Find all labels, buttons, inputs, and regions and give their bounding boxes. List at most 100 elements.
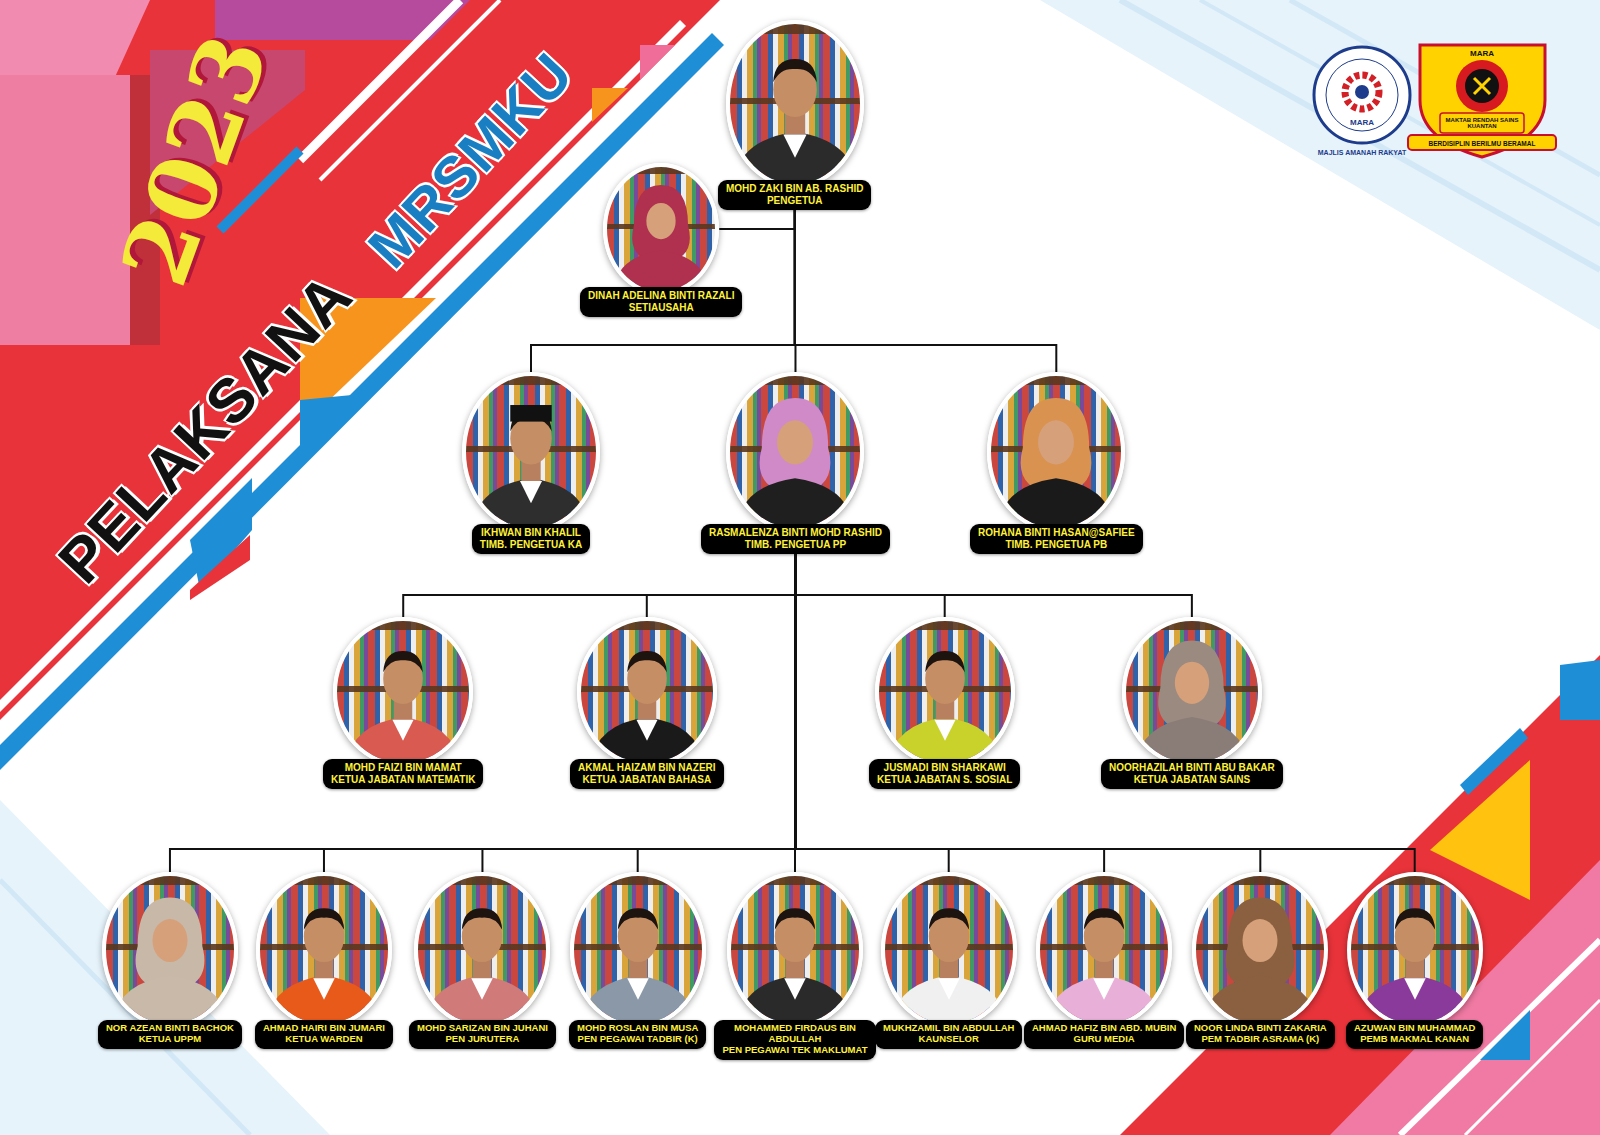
staff-name: AHMAD HAFIZ BIN ABD. MUBIN xyxy=(1032,1023,1176,1034)
staff-node: MOHD FAIZI BIN MAMATKETUA JABATAN MATEMA… xyxy=(323,617,483,789)
staff-name: ROHANA BINTI HASAN@SAFIEE xyxy=(978,527,1135,539)
staff-name: AHMAD HAIRI BIN JUMARI xyxy=(263,1023,385,1034)
chart-title: PELAKSANA xyxy=(44,259,365,596)
portrait-photo xyxy=(1122,617,1262,767)
staff-name: MOHD FAIZI BIN MAMAT xyxy=(331,762,475,774)
portrait-photo xyxy=(1036,872,1172,1028)
staff-node: AZUWAN BIN MUHAMMADPEMB MAKMAL KANAN xyxy=(1346,872,1483,1049)
org-connector xyxy=(324,554,796,872)
portrait-photo xyxy=(570,872,706,1028)
person-silhouette xyxy=(730,376,860,528)
staff-node: MUKHZAMIL BIN ABDULLAHKAUNSELOR xyxy=(875,872,1022,1049)
staff-role: KAUNSELOR xyxy=(883,1034,1014,1045)
person-silhouette xyxy=(1351,876,1479,1024)
name-plate: ROHANA BINTI HASAN@SAFIEETIMB. PENGETUA … xyxy=(970,524,1143,554)
staff-node: MOHD SARIZAN BIN JUHANIPEN JURUTERA xyxy=(409,872,556,1049)
logo-text: MAJLIS AMANAH RAKYAT xyxy=(1318,149,1406,156)
name-plate: MOHD ROSLAN BIN MUSAPEN PEGAWAI TADBIR (… xyxy=(569,1020,706,1049)
org-connector xyxy=(719,210,794,229)
name-plate: NOR AZEAN BINTI BACHOKKETUA UPPM xyxy=(98,1020,242,1049)
staff-name: MOHD SARIZAN BIN JUHANI xyxy=(417,1023,548,1034)
portrait-photo xyxy=(577,617,717,767)
staff-role: TIMB. PENGETUA PP xyxy=(709,539,882,551)
name-plate: MOHD SARIZAN BIN JUHANIPEN JURUTERA xyxy=(409,1020,556,1049)
person-silhouette xyxy=(730,24,860,184)
person-silhouette xyxy=(1196,876,1324,1024)
staff-node: ROHANA BINTI HASAN@SAFIEETIMB. PENGETUA … xyxy=(970,372,1143,554)
staff-node: NOR AZEAN BINTI BACHOKKETUA UPPM xyxy=(98,872,242,1049)
person-silhouette xyxy=(466,376,596,528)
name-plate: NOOR LINDA BINTI ZAKARIAPEM TADBIR ASRAM… xyxy=(1186,1020,1335,1049)
staff-role: PEN PEGAWAI TEK MAKLUMAT xyxy=(722,1045,868,1056)
name-plate: NOORHAZILAH BINTI ABU BAKARKETUA JABATAN… xyxy=(1101,759,1283,789)
staff-node: MOHD ZAKI BIN AB. RASHIDPENGETUA xyxy=(718,20,871,210)
portrait-photo xyxy=(462,372,600,532)
person-silhouette xyxy=(337,621,469,763)
year-label: 2023 xyxy=(100,21,289,299)
person-silhouette xyxy=(574,876,702,1024)
person-silhouette xyxy=(260,876,388,1024)
staff-name: NOOR LINDA BINTI ZAKARIA xyxy=(1194,1023,1327,1034)
logo-motto: BERDISIPLIN BERILMU BERAMAL xyxy=(1429,139,1536,146)
staff-name: AKMAL HAIZAM BIN NAZERI xyxy=(578,762,716,774)
portrait-photo xyxy=(726,20,864,188)
portrait-photo xyxy=(987,372,1125,532)
portrait-photo xyxy=(726,372,864,532)
name-plate: MOHD ZAKI BIN AB. RASHIDPENGETUA xyxy=(718,180,871,210)
staff-name: JUSMADI BIN SHARKAWI xyxy=(877,762,1012,774)
staff-node: AHMAD HAFIZ BIN ABD. MUBINGURU MEDIA xyxy=(1024,872,1184,1049)
staff-name: IKHWAN BIN KHALIL xyxy=(480,527,582,539)
org-connector xyxy=(795,554,1191,617)
staff-role: KETUA JABATAN MATEMATIK xyxy=(331,774,475,786)
staff-role: KETUA WARDEN xyxy=(263,1034,385,1045)
staff-name: NOORHAZILAH BINTI ABU BAKAR xyxy=(1109,762,1275,774)
staff-role: TIMB. PENGETUA PB xyxy=(978,539,1135,551)
person-silhouette xyxy=(879,621,1011,763)
org-connector xyxy=(647,554,796,617)
person-silhouette xyxy=(607,167,715,291)
name-plate: RASMALENZA BINTI MOHD RASHIDTIMB. PENGET… xyxy=(701,524,890,554)
staff-role: TIMB. PENGETUA KA xyxy=(480,539,582,551)
staff-role: KETUA JABATAN SAINS xyxy=(1109,774,1275,786)
staff-node: IKHWAN BIN KHALILTIMB. PENGETUA KA xyxy=(462,372,600,554)
staff-role: PEN PEGAWAI TADBIR (K) xyxy=(577,1034,698,1045)
staff-node: NOORHAZILAH BINTI ABU BAKARKETUA JABATAN… xyxy=(1101,617,1283,789)
logo-text: MARA xyxy=(1350,118,1374,127)
person-silhouette xyxy=(885,876,1013,1024)
portrait-photo xyxy=(256,872,392,1028)
org-connector xyxy=(795,554,1260,872)
staff-role: PEM TADBIR ASRAMA (K) xyxy=(1194,1034,1327,1045)
staff-node: RASMALENZA BINTI MOHD RASHIDTIMB. PENGET… xyxy=(701,372,890,554)
person-silhouette xyxy=(418,876,546,1024)
logo-text: MARA xyxy=(1470,49,1494,58)
staff-node: DINAH ADELINA BINTI RAZALISETIAUSAHA xyxy=(580,163,742,317)
staff-node: MOHD ROSLAN BIN MUSAPEN PEGAWAI TADBIR (… xyxy=(569,872,706,1049)
org-connector xyxy=(170,554,796,872)
staff-name: MOHD ROSLAN BIN MUSA xyxy=(577,1023,698,1034)
person-silhouette xyxy=(991,376,1121,528)
staff-node: JUSMADI BIN SHARKAWIKETUA JABATAN S. SOS… xyxy=(869,617,1020,789)
staff-node: NOOR LINDA BINTI ZAKARIAPEM TADBIR ASRAM… xyxy=(1186,872,1335,1049)
staff-name: MUKHZAMIL BIN ABDULLAH xyxy=(883,1023,1014,1034)
name-plate: AHMAD HAFIZ BIN ABD. MUBINGURU MEDIA xyxy=(1024,1020,1184,1049)
staff-node: MOHAMMED FIRDAUS BIN ABDULLAHPEN PEGAWAI… xyxy=(714,872,876,1060)
staff-role: KETUA UPPM xyxy=(106,1034,234,1045)
portrait-photo xyxy=(333,617,473,767)
staff-name: NOR AZEAN BINTI BACHOK xyxy=(106,1023,234,1034)
org-connector xyxy=(403,554,795,617)
logo-text: MAKTAB RENDAH SAINS KUANTAN xyxy=(1443,117,1521,130)
staff-role: SETIAUSAHA xyxy=(588,302,734,314)
portrait-photo xyxy=(1192,872,1328,1028)
staff-role: PEN JURUTERA xyxy=(417,1034,548,1045)
portrait-photo xyxy=(414,872,550,1028)
org-connector xyxy=(795,554,944,617)
org-connector xyxy=(795,554,1104,872)
staff-role: KETUA JABATAN BAHASA xyxy=(578,774,716,786)
portrait-photo xyxy=(881,872,1017,1028)
person-silhouette xyxy=(581,621,713,763)
name-plate: MOHD FAIZI BIN MAMATKETUA JABATAN MATEMA… xyxy=(323,759,483,789)
name-plate: MOHAMMED FIRDAUS BIN ABDULLAHPEN PEGAWAI… xyxy=(714,1020,876,1060)
name-plate: DINAH ADELINA BINTI RAZALISETIAUSAHA xyxy=(580,287,742,317)
portrait-photo xyxy=(727,872,863,1028)
staff-name: MOHAMMED FIRDAUS BIN ABDULLAH xyxy=(722,1023,868,1045)
